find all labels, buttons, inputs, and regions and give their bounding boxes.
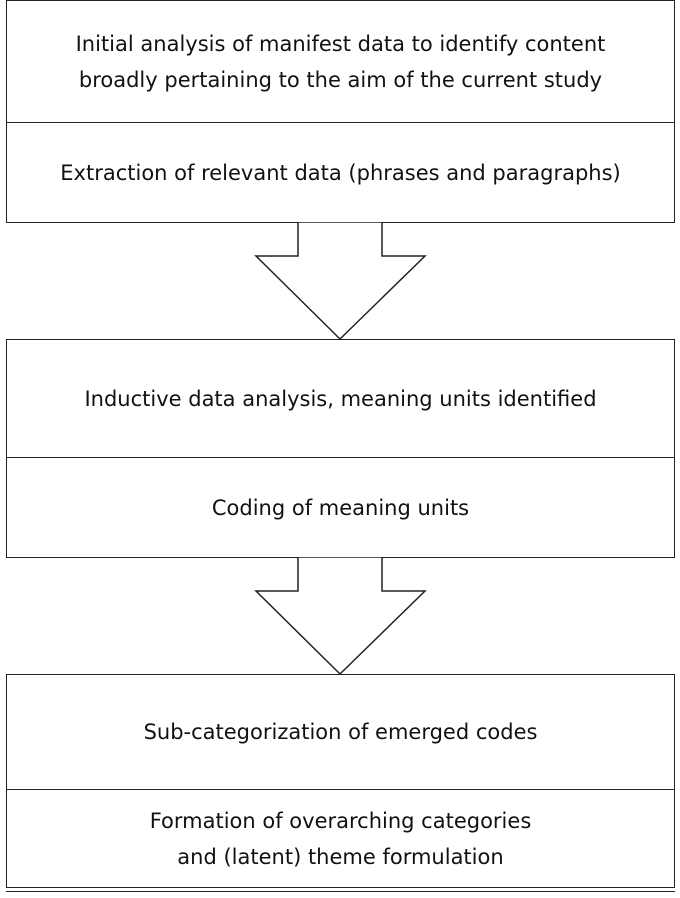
down-arrow-icon: [254, 222, 427, 341]
double-bottom-rule: [6, 891, 675, 892]
step-coding: Coding of meaning units: [7, 458, 674, 557]
step-divider: [7, 457, 674, 458]
step-text-line: Initial analysis of manifest data to ide…: [75, 31, 606, 56]
step-formation: Formation of overarching categories and …: [7, 790, 674, 887]
step-sub-categorization: Sub-categorization of emerged codes: [7, 675, 674, 789]
step-text-line: broadly pertaining to the aim of the cur…: [78, 67, 603, 92]
step-divider: [7, 789, 674, 790]
step-extraction: Extraction of relevant data (phrases and…: [7, 123, 674, 222]
step-text-line: Sub-categorization of emerged codes: [143, 720, 538, 744]
step-text-line: Coding of meaning units: [211, 495, 470, 520]
step-text-line: Extraction of relevant data (phrases and…: [60, 160, 621, 185]
down-arrow-icon: [254, 557, 427, 676]
step-text-line: and (latent) theme formulation: [177, 844, 504, 869]
step-text-line: Inductive data analysis, meaning units i…: [84, 386, 597, 411]
step-inductive-analysis: Inductive data analysis, meaning units i…: [7, 340, 674, 457]
step-group-1: Initial analysis of manifest data to ide…: [6, 0, 675, 223]
step-text-line: Formation of overarching categories: [149, 808, 532, 833]
step-group-3: Sub-categorization of emerged codes Form…: [6, 674, 675, 888]
step-initial-analysis: Initial analysis of manifest data to ide…: [7, 1, 674, 122]
step-group-2: Inductive data analysis, meaning units i…: [6, 339, 675, 558]
step-divider: [7, 122, 674, 123]
